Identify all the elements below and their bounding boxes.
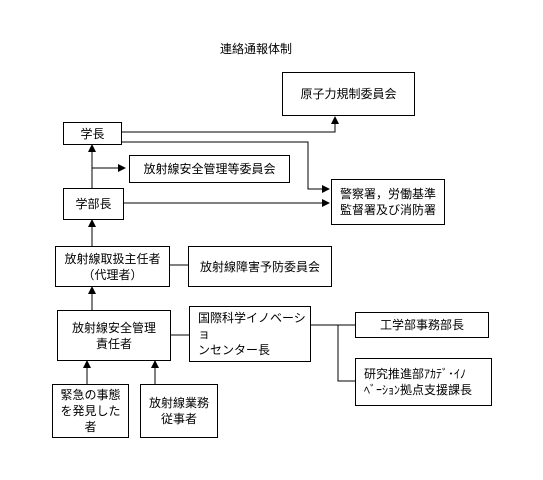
box-nuclear-regulation-authority: 原子力規制委員会 [282,72,415,116]
box-safety-management-committee: 放射線安全管理等委員会 [129,155,290,183]
box-radiation-chief: 放射線取扱主任者 （代理者） [55,246,170,287]
box-prevention-committee: 放射線障害予防委員会 [188,246,332,287]
box-innovation-center-director: 国際科学イノベーショ ンセンター長 [189,306,311,362]
box-radiation-worker: 放射線業務 従事者 [140,384,218,438]
arrow-president-to-nra [122,116,339,133]
box-engineering-office-director: 工学部事務部長 [355,312,489,338]
diagram-title: 連絡通報体制 [220,42,293,56]
box-president: 学長 [63,122,122,145]
box-police-labor-fire: 警察署，労働基準 監督署及び消防署 [331,179,445,225]
box-dean: 学部長 [63,188,124,220]
line-innovation-to-research [337,325,355,382]
arrow-president-to-police [122,141,330,193]
box-emergency-discoverer: 緊急の事態 を発見した者 [52,384,129,438]
box-safety-manager: 放射線安全管理 責任者 [57,310,171,361]
box-research-support-section-chief: 研究推進部ｱｶﾃﾞ･ｲﾉ ﾍﾞｰｼｮﾝ拠点支援課長 [355,358,492,406]
